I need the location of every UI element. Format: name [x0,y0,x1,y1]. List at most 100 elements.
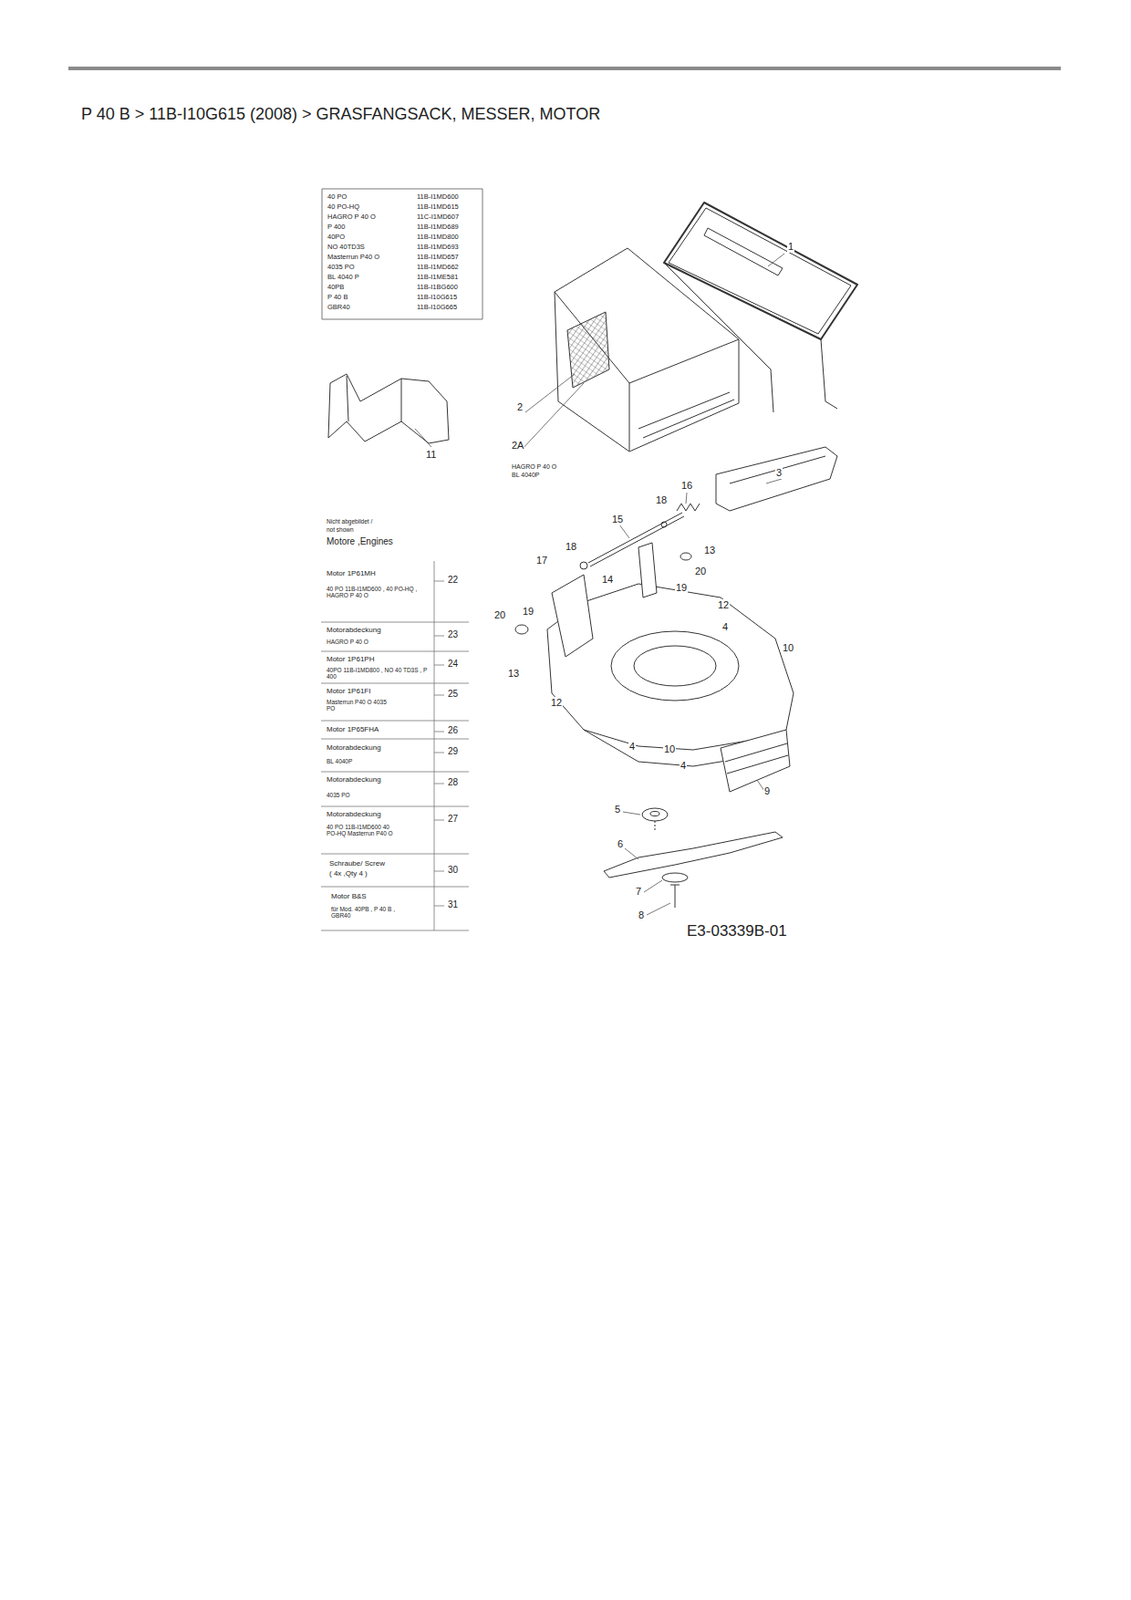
model-table-cell: 40PB [326,283,345,292]
callout-number: 18 [564,540,578,553]
callout-number: 11 [425,448,437,461]
callout-number: 6 [616,838,624,851]
callout-number: 10 [781,642,795,654]
model-table-frame [321,188,483,320]
parts-table-text: ( 4x ,Qty 4 ) [328,869,369,878]
blade [603,831,783,878]
parts-table-text: Motor 1P61FI [325,686,372,696]
parts-table-text: 26 [446,725,459,737]
parts-table-text: 27 [446,813,459,825]
callout-number: HAGRO P 40 O [510,463,558,471]
callout-number: 7 [634,885,643,898]
parts-table-text: 30 [446,864,459,876]
wheel-cap [680,552,692,561]
rod [588,512,685,567]
washer [662,872,688,882]
model-table-cell: 40 PO-HQ [326,203,361,212]
parts-table-text: Schraube/ Screw [328,859,386,868]
callout-number: 1 [787,240,795,253]
callout-number: 20 [493,609,507,622]
callout-number: 20 [694,565,707,578]
model-table-cell: 11B-I1MD693 [415,243,460,252]
model-table-cell: 40PO [326,233,346,242]
callout-number: 19 [674,581,688,594]
callout-number: 10 [663,743,676,756]
parts-table-text: Motorabdeckung [325,743,383,752]
parts-table-text: 29 [446,746,459,758]
grass-bag [554,248,739,452]
callout-number: 2 [516,401,524,414]
model-table-cell: BL 4040 P [326,273,361,282]
model-table-cell: 11B-I1MD600 [415,193,460,202]
parts-table-text: Motor 1P61PH [325,654,375,664]
blade-adapter [642,808,668,821]
parts-table-text: 31 [446,899,459,911]
model-table-cell: 11B-I1BG600 [415,283,459,292]
callout-number: 8 [637,909,645,922]
parts-table-text: Motor B&S [330,892,368,901]
bolt [670,884,680,908]
model-table-cell: GBR40 [326,303,352,312]
parts-table-text: HAGRO P 40 O [325,638,370,645]
model-table-cell: 11B-I1MD657 [415,253,460,262]
callout-number: 17 [535,554,549,567]
callout-number: 16 [680,479,694,492]
leader-lines [415,253,785,915]
mulch-plug [720,729,790,792]
model-table-cell: 11C-I1MD607 [415,213,460,222]
bushing [580,561,588,570]
model-table-cell: 4035 PO [326,263,356,272]
callout-number: 19 [521,605,535,618]
parts-table-text: Motor 1P61MH [325,569,377,578]
callout-number: 2A [510,439,525,452]
parts-table-text: Nicht abgebildet / [325,518,374,525]
page-title: P 40 B > 11B-I10G615 (2008) > GRASFANGSA… [81,104,601,125]
model-table-cell: P 40 B [326,293,349,302]
parts-table-text: Motorabdeckung [325,625,383,634]
rear-flap-edge [729,456,826,484]
spring [676,503,700,511]
callout-number: 5 [613,803,622,816]
parts-table-text: Motor 1P65FHA [325,725,380,734]
rear-flap [715,446,838,511]
model-table-cell: 11B-I1MD615 [415,203,460,212]
parts-table-text: 40 PO 11B-I1MD600 40 PO-HQ Masterrun P40… [325,823,401,838]
mower-deck [547,542,794,767]
parts-table-text: not shown [325,526,355,533]
parts-table-text: 24 [446,658,459,670]
parts-table-text: 28 [446,777,459,789]
parts-table-lines [321,560,469,931]
parts-table-text: 4035 PO [325,791,352,799]
parts-table-text: BL 4040P [325,757,353,765]
model-table-cell: 11B-I1MD662 [415,263,460,272]
parts-table-text: für Mod. 40PB , P 40 B , GBR40 [330,905,401,920]
parts-table-text: 40PO 11B-I1MD800 , NO 40 TD3S , P 400 [325,666,430,681]
callout-number: 13 [507,667,520,680]
callout-number: 18 [654,494,668,507]
parts-table-text: Masterrun P40 O 4035 PO [325,698,392,713]
deflector [328,373,449,444]
callout-number: 12 [716,599,730,612]
parts-table-text: 23 [446,629,459,641]
callout-number: 14 [601,573,614,586]
parts-table-text: 25 [446,688,459,700]
model-table-cell: 11B-I1MD689 [415,223,460,232]
parts-table-text: 40 PO 11B-I1MD600 , 40 PO-HQ , HAGRO P 4… [325,585,430,600]
model-table-cell: P 400 [326,223,346,232]
callout-number: 13 [703,544,716,557]
parts-table-text: Motorabdeckung [325,775,383,784]
model-table-cell: NO 40TD3S [326,243,366,252]
model-table-cell: 11B-I10G615 [415,293,458,302]
callout-number: 12 [549,696,563,709]
drawing-number: E3-03339B-01 [685,922,789,941]
parts-table-text: Motore ,Engines [325,536,395,548]
top-rule [68,66,1061,71]
parts-table-text: Motorabdeckung [325,809,383,819]
axis-line [654,820,656,832]
callout-number: 4 [679,759,687,772]
callout-number: 9 [763,785,771,798]
model-table-cell: 11B-I1ME581 [415,273,459,282]
callout-number: 3 [775,466,783,479]
bushing [661,521,667,528]
callout-number: BL 4040P [510,471,541,479]
